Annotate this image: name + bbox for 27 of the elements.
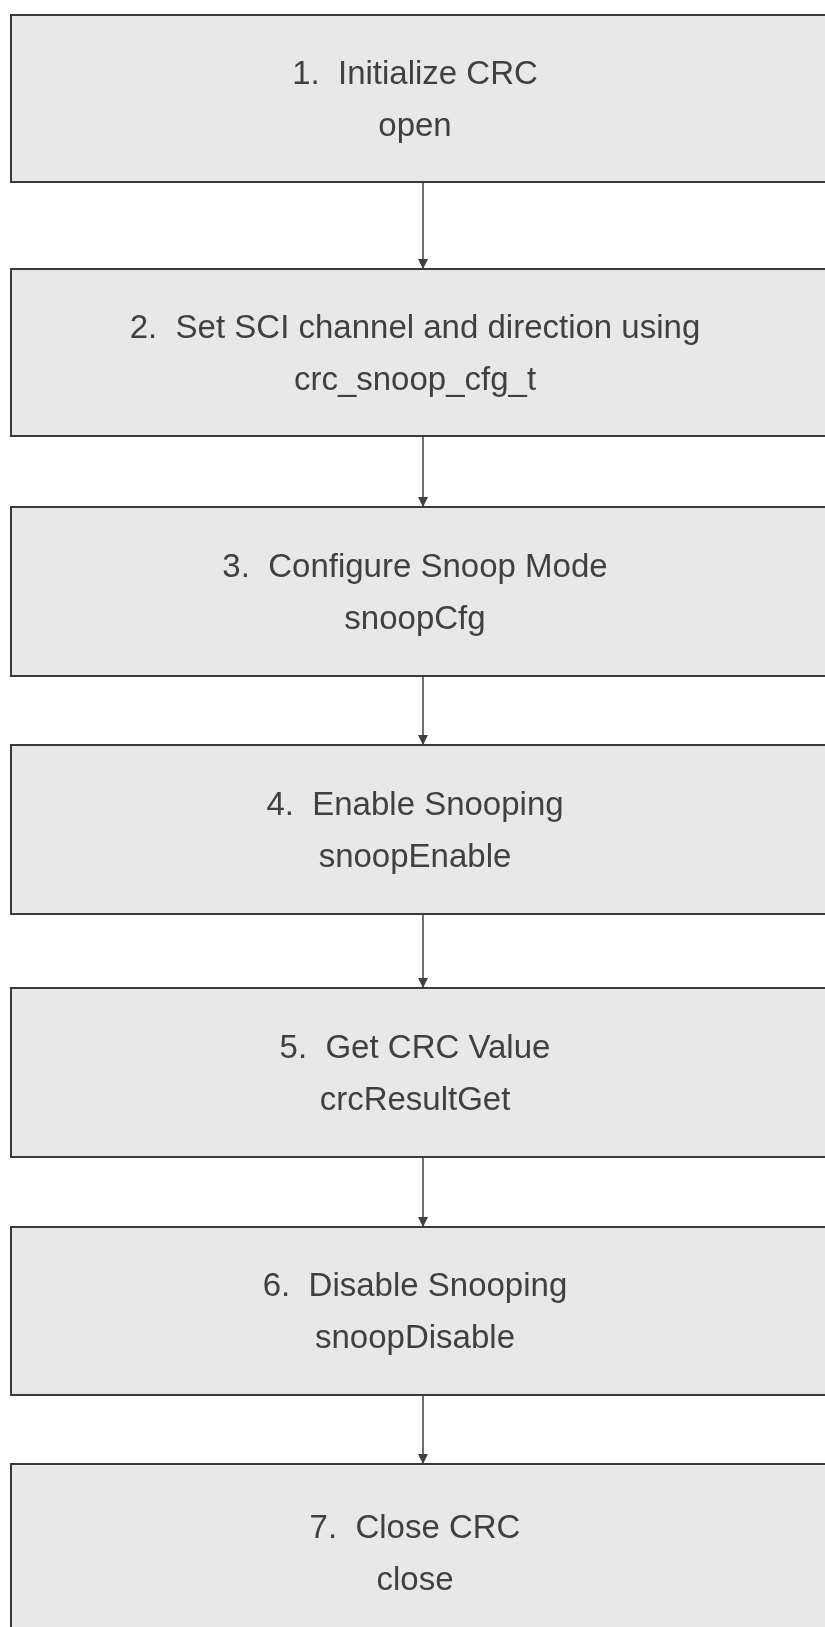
function-name: snoopDisable (315, 1317, 515, 1357)
arrow (418, 1157, 428, 1227)
arrow (418, 1395, 428, 1464)
step-title: 2. Set SCI channel and direction using (129, 306, 701, 347)
process-box (10, 1226, 825, 1396)
function-name: snoopCfg (344, 597, 486, 638)
function-name: crcResultGet (319, 1078, 511, 1119)
step-title: 6. Disable Snooping (262, 1265, 568, 1305)
step-title: 3. Configure Snoop Mode (222, 545, 608, 586)
arrow (418, 914, 428, 988)
step-title: 7. Close CRC (309, 1507, 521, 1547)
function-name: open (378, 104, 452, 145)
process-box (10, 506, 825, 677)
arrow (418, 676, 428, 745)
arrow (418, 182, 428, 269)
step-title: 4. Enable Snooping (266, 783, 564, 824)
process-box (10, 744, 825, 915)
function-name: close (376, 1559, 454, 1599)
step-title: 1. Initialize CRC (292, 52, 538, 93)
function-name: crc_snoop_cfg_t (293, 358, 537, 399)
process-box (10, 1463, 825, 1627)
process-box (10, 268, 825, 437)
function-name: snoopEnable (318, 835, 512, 876)
arrow (418, 436, 428, 507)
step-title: 5. Get CRC Value (279, 1026, 551, 1067)
process-box (10, 987, 825, 1158)
process-box (10, 14, 825, 183)
